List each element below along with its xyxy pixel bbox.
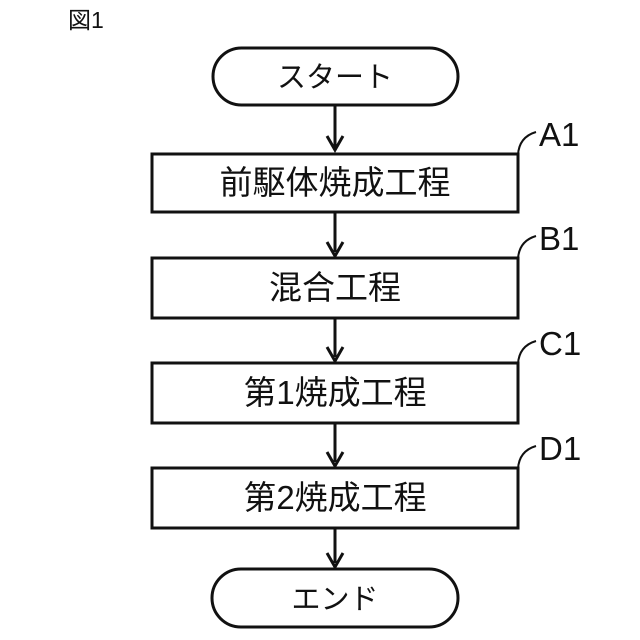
arrow-head-icon: [325, 346, 345, 365]
end-terminal-shape: [210, 567, 460, 629]
arrow-head-icon: [325, 552, 345, 571]
arrow-a1-to-b1: [325, 212, 345, 260]
ref-label-c1: C1: [539, 325, 581, 362]
arrow-b1-to-c1: [325, 318, 345, 365]
leader-line-a1: [517, 131, 537, 156]
figure-label: 図1: [68, 7, 104, 33]
arrow-d1-to-end: [325, 528, 345, 571]
arrow-c1-to-d1: [325, 423, 345, 470]
process-box-d1-label: 第2焼成工程: [243, 479, 426, 516]
arrow-head-icon: [325, 135, 345, 154]
end-terminal: エンド: [210, 567, 460, 629]
end-terminal-label: エンド: [291, 584, 378, 616]
process-box-c1-label: 第1焼成工程: [243, 374, 426, 411]
process-box-d1: 第2焼成工程 D1: [150, 430, 581, 530]
leader-line-b1: [517, 235, 537, 260]
process-box-b1-label: 混合工程: [269, 269, 401, 306]
ref-label-b1: B1: [539, 220, 579, 257]
ref-label-d1: D1: [539, 430, 581, 467]
leader-line-d1: [517, 445, 537, 470]
arrow-head-icon: [325, 451, 345, 470]
process-box-c1: 第1焼成工程 C1: [150, 325, 581, 425]
process-box-a1-label: 前駆体焼成工程: [220, 164, 451, 201]
process-box-d1-shape: [150, 466, 520, 530]
start-terminal-label: スタート: [277, 62, 393, 94]
process-box-a1-shape: [150, 152, 520, 214]
process-box-b1: 混合工程 B1: [150, 220, 579, 320]
ref-label-a1: A1: [539, 116, 579, 153]
arrow-start-to-a1: [325, 105, 345, 154]
start-terminal: スタート: [211, 46, 460, 107]
leader-line-c1: [517, 340, 537, 365]
process-box-a1: 前駆体焼成工程 A1: [150, 116, 579, 214]
arrow-head-icon: [325, 241, 345, 260]
process-box-b1-shape: [150, 256, 520, 320]
